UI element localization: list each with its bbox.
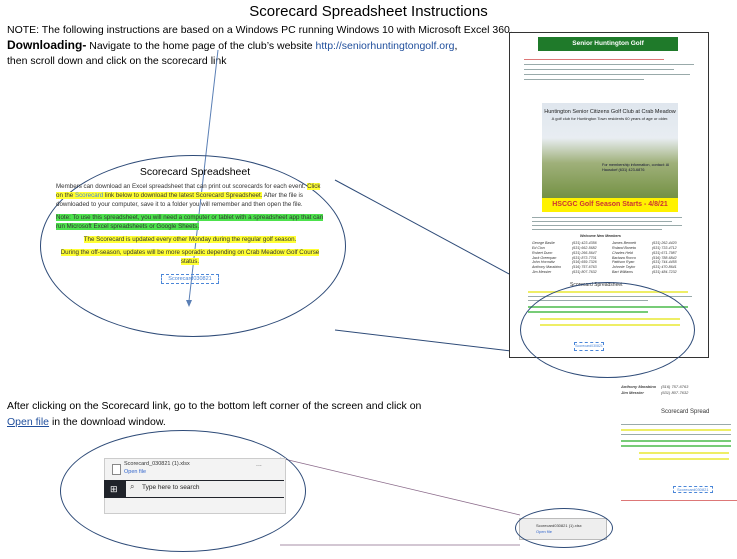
scorecard-paragraph-1: Members can download an Excel spreadshee… xyxy=(56,183,324,210)
golf-course-photo: Huntington Senior Citizens Golf Club at … xyxy=(542,103,678,203)
roster-names-1: George Basile Ed Cion Robert Dunn Jack G… xyxy=(532,241,562,275)
thumbnail-text-line xyxy=(532,221,672,222)
photo-subtitle: A golf club for Huntington Town resident… xyxy=(551,115,669,121)
crop-red-line xyxy=(621,500,737,501)
season-start-banner: HSCGC Golf Season Starts - 4/8/21 xyxy=(542,198,678,212)
download-more-menu[interactable]: ... xyxy=(256,461,262,468)
windows-icon[interactable]: ⊞ xyxy=(110,484,118,494)
roster-phones-2: (631) 262-4420 (631) 733-4712 (631) 671-… xyxy=(652,241,677,275)
thumbnail-text-line xyxy=(532,229,662,230)
taskbar-search-box[interactable] xyxy=(126,481,284,497)
cropped-screen: Anthony Marabino Jim Messier (516) 757-6… xyxy=(619,382,737,504)
download-filename: Scorecard_030821 (1).xlsx xyxy=(124,461,190,467)
p3-update-text: The Scorecard is updated every other Mon… xyxy=(83,235,297,243)
connector-ellipse-upper xyxy=(334,179,525,283)
note-text: NOTE: The following instructions are bas… xyxy=(7,24,513,36)
site-link-suffix: , xyxy=(454,40,458,52)
doc-title: Scorecard Spreadsheet Instructions xyxy=(249,3,488,20)
after-click-instruction: After clicking on the Scorecard link, go… xyxy=(7,398,427,431)
connector-download-upper xyxy=(279,457,521,516)
crop-text-line xyxy=(621,434,731,435)
after-suffix: in the download window. xyxy=(49,416,166,429)
p2-note: Note: To use this spreadsheet, you will … xyxy=(56,213,324,230)
p1-intro: Members can download an Excel spreadshee… xyxy=(56,183,308,190)
scorecard-callout-ellipse xyxy=(40,155,346,337)
crop-roster-phones: (516) 757-6763 (631) 807-7632 xyxy=(661,384,689,395)
thumbnail-text-line xyxy=(524,64,694,65)
taskbar-search-placeholder: Type here to search xyxy=(142,484,200,491)
photo-title: Huntington Senior Citizens Golf Club at … xyxy=(544,109,676,115)
thumbnail-banner: Senior Huntington Golf xyxy=(538,37,678,51)
thumbnail-nav-line xyxy=(524,59,664,60)
download-callout-ellipse xyxy=(60,430,306,552)
photo-caption: Huntington Senior Citizens Golf Club at … xyxy=(542,109,678,121)
scorecard-paragraph-4: During the off-season, updates will be m… xyxy=(56,248,324,267)
scorecard-panel-title: Scorecard Spreadsheet xyxy=(139,166,251,178)
downloading-label: Downloading- xyxy=(7,38,87,52)
connector-ellipse-lower xyxy=(334,329,521,353)
p1-rest: After the file is downloaded to your com… xyxy=(56,191,303,208)
crop-scorecard-link[interactable]: Scorecard030821 xyxy=(673,486,713,493)
thumbnail-text-line xyxy=(524,79,644,80)
thumbnail-text-line xyxy=(532,225,682,226)
thumbnail-text-line xyxy=(524,69,674,70)
thumbnail-callout-ellipse xyxy=(520,282,695,378)
roster-names-2: James Bennett Roland Boneta Charles Held… xyxy=(612,241,636,275)
excel-file-icon xyxy=(112,464,121,475)
open-file-link[interactable]: Open file xyxy=(7,416,50,429)
crop-download-ellipse xyxy=(515,508,613,548)
photo-contact: For membership information, contact: Al … xyxy=(602,163,670,172)
p4-offseason-text: During the off-season, updates will be m… xyxy=(60,248,320,265)
downloading-text: Navigate to the home page of the club’s … xyxy=(86,40,316,52)
crop-highlight-line xyxy=(621,429,731,431)
thumbnail-text-line xyxy=(532,217,682,218)
crop-scorecard-title: Scorecard Spread xyxy=(661,409,710,415)
scroll-instruction: then scroll down and click on the scorec… xyxy=(7,55,227,67)
p1-highlight-end: link below to download the latest Scorec… xyxy=(103,191,263,199)
thumbnail-text-line xyxy=(524,74,690,75)
scorecard-download-link[interactable]: Scorecard030821 xyxy=(161,273,219,284)
scorecard-panel-body: Members can download an Excel spreadshee… xyxy=(56,183,324,288)
scorecard-link-row: Scorecard030821 xyxy=(56,273,324,284)
crop-green-line xyxy=(621,440,731,442)
scorecard-paragraph-2: Note: To use this spreadsheet, you will … xyxy=(56,213,324,232)
p1-scorecard-link[interactable]: Scorecard xyxy=(74,191,104,199)
crop-green-line xyxy=(621,445,731,447)
search-icon: ⌕ xyxy=(130,482,135,491)
roster-phones-1: (631) 423-4356 (631) 662-5682 (631) 266-… xyxy=(572,241,597,275)
site-link[interactable]: http://seniorhuntingtongolf.org xyxy=(315,40,455,52)
download-open-file-link[interactable]: Open file xyxy=(124,469,147,475)
crop-highlight-line xyxy=(639,452,729,454)
downloading-line: Downloading- Navigate to the home page o… xyxy=(7,38,457,52)
crop-highlight-line xyxy=(639,458,729,460)
scorecard-paragraph-3: The Scorecard is updated every other Mon… xyxy=(56,235,324,245)
roster-heading: Welcome New Members xyxy=(580,234,621,238)
crop-roster-names: Anthony Marabino Jim Messier xyxy=(621,384,657,395)
after-text: After clicking on the Scorecard link, go… xyxy=(7,400,422,412)
crop-text-line xyxy=(621,424,731,425)
